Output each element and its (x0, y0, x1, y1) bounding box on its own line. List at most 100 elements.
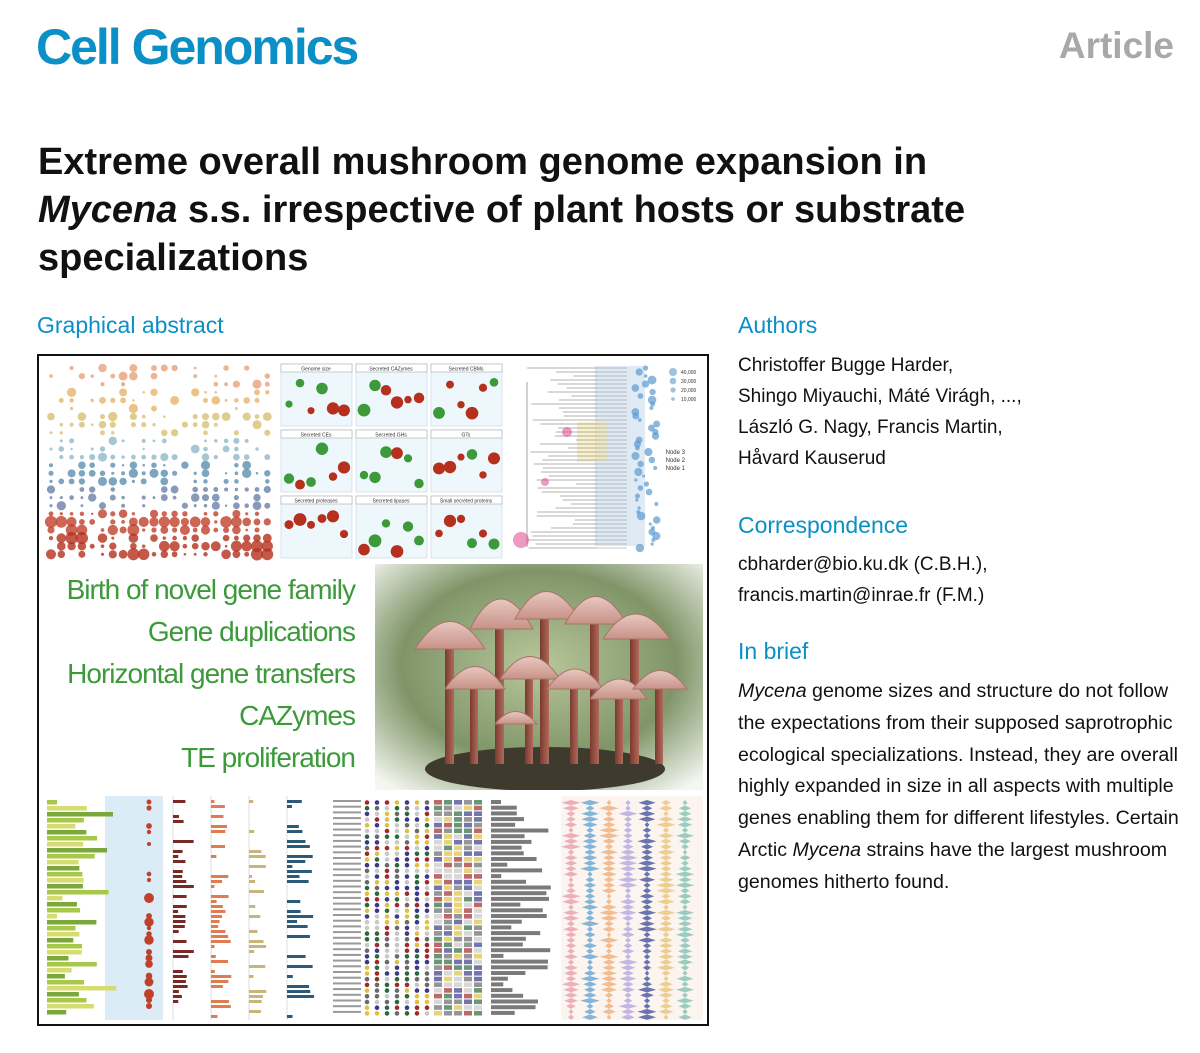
bubble-mark (49, 496, 53, 500)
bar-mark (47, 812, 113, 817)
bubble-mark (141, 422, 147, 428)
bubble-mark (181, 421, 188, 428)
heatmap-cell (394, 885, 400, 891)
heatmap-cell (424, 840, 430, 845)
heatmap-cell (374, 868, 380, 874)
bubble-mark (233, 453, 240, 461)
bar-mark (211, 885, 215, 888)
heatmap-cell (404, 897, 410, 902)
heatmap-cell (454, 857, 462, 862)
bar-mark (47, 926, 76, 931)
bubble-mark (158, 540, 170, 552)
bar-mark (211, 955, 216, 958)
heatmap-cell (464, 896, 472, 902)
heatmap-cell (454, 839, 462, 845)
heatmap-cell (434, 942, 442, 948)
heatmap-bar (491, 822, 516, 827)
tree-legend-label: 40,000 (681, 370, 697, 376)
violin-mark (585, 888, 595, 894)
heatmap-cell (424, 800, 430, 805)
bubble-mark (233, 535, 239, 541)
heatmap-cell (374, 862, 380, 868)
bubble-mark (110, 454, 116, 460)
tree-legend-bubble (671, 397, 675, 401)
tree-size-bubble (650, 401, 656, 407)
bubble-mark (214, 374, 218, 378)
bubble-mark (138, 516, 149, 527)
bubble-mark (213, 511, 219, 517)
bubble-mark (210, 541, 221, 552)
bar-mark (173, 975, 187, 978)
bubble-mark (158, 516, 170, 528)
heatmap-cell (384, 840, 390, 845)
heatmap-row-label (333, 868, 361, 871)
bubble-mark (222, 445, 230, 453)
heatmap-cell (404, 885, 410, 891)
bubble-mark (141, 495, 146, 500)
multiple-point (465, 406, 479, 420)
email-1[interactable]: cbharder@bio.ku.dk (C.B.H.), (738, 554, 988, 575)
heatmap-cell (404, 971, 410, 976)
heatmap-cell (384, 885, 390, 891)
heatmap-cell (454, 919, 462, 925)
bubble-mark (151, 527, 157, 533)
bar-dot (145, 972, 153, 980)
tree-size-bubble (653, 465, 658, 471)
bubble-mark (201, 541, 210, 551)
bubble-mark (97, 533, 108, 543)
bubble-mark (131, 512, 136, 516)
bubble-mark (244, 551, 250, 557)
email-2[interactable]: francis.martin@inrae.fr (F.M.) (738, 585, 985, 606)
bubble-mark (59, 455, 64, 460)
bar-chart-green (47, 796, 163, 1020)
heatmap-cell (424, 994, 430, 999)
heatmap-row-label (333, 993, 361, 996)
heatmap-cell (404, 823, 410, 828)
bubble-mark (109, 542, 117, 550)
heatmap-bar (491, 936, 526, 941)
tree-size-bubble (650, 542, 654, 546)
heatmap-cell (394, 954, 400, 959)
heatmap-cell (414, 805, 420, 811)
heatmap-cell (474, 851, 482, 856)
heatmap-cell (404, 868, 410, 874)
heatmap-row-label (333, 862, 361, 865)
heatmap-cell (364, 845, 370, 851)
heatmap-cell (444, 919, 452, 925)
heatmap-bar (491, 902, 521, 907)
bubble-mark (141, 454, 147, 460)
bar-mark (287, 860, 306, 863)
heatmap-cell (444, 885, 452, 891)
bubble-mark (232, 525, 241, 535)
bubble-mark (224, 504, 228, 507)
heatmap-cell (394, 988, 400, 993)
heatmap-row-label (333, 1010, 361, 1013)
heatmap-cell (414, 976, 420, 982)
heatmap-cell (394, 982, 400, 988)
bar-mark (211, 970, 215, 973)
heatmap-row-label (333, 942, 361, 945)
bar-dot (146, 799, 152, 805)
bubble-mark (89, 462, 95, 468)
heatmap-cell (404, 942, 410, 948)
bar-mark (173, 875, 183, 878)
bar-mark (211, 855, 217, 858)
title-line-3: specializations (38, 237, 309, 279)
heatmap-cell (394, 999, 400, 1005)
heatmap-cell (404, 976, 410, 982)
heatmap-cell (434, 993, 442, 999)
bubble-mark (89, 518, 96, 525)
heatmap-cell (454, 953, 462, 959)
bar-dot (146, 931, 152, 937)
bubble-mark (78, 421, 85, 428)
bubble-mark (192, 422, 198, 428)
heatmap-bar (491, 879, 527, 884)
bar-mark (249, 940, 264, 943)
bubble-mark (97, 509, 108, 519)
tree-size-bubble (647, 375, 657, 385)
tree-size-bubble (637, 418, 642, 422)
heatmap-cell (434, 822, 442, 828)
heatmap-cell (404, 862, 410, 868)
heatmap-cell (364, 971, 370, 976)
multiple-title-bar (280, 495, 353, 505)
